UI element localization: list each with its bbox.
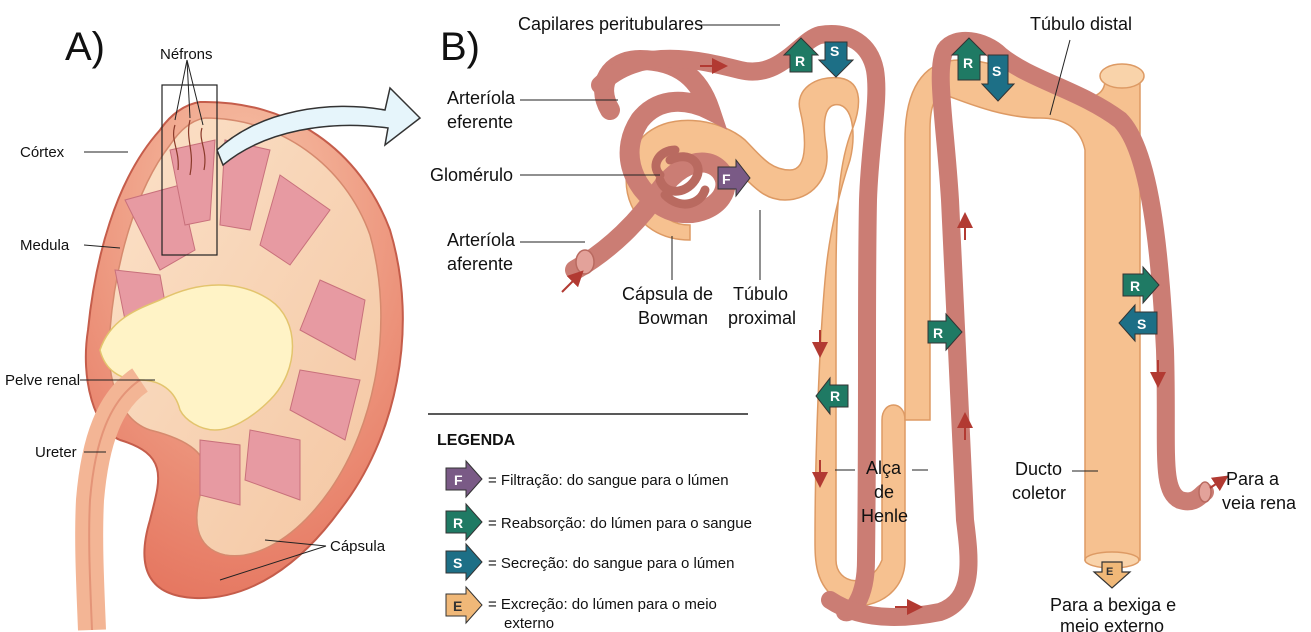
svg-text:R: R [453,515,463,531]
label-veia-1: Para a [1226,469,1280,489]
label-glomerulo: Glomérulo [430,165,513,185]
legend-text-f: = Filtração: do sangue para o lúmen [488,472,729,489]
svg-text:R: R [1130,278,1140,294]
label-veia-2: veia rena [1222,493,1297,513]
label-medula: Medula [20,237,70,254]
label-arteriola-aferente-1: Arteríola [447,230,516,250]
legend-text-s: = Secreção: do sangue para o lúmen [488,555,734,572]
label-bexiga-2: meio externo [1060,616,1164,632]
label-tubulo-proximal-1: Túbulo [733,284,788,304]
svg-text:E: E [1106,566,1113,578]
legend-text-e-2: externo [504,615,554,632]
label-nefrons: Néfrons [160,46,213,63]
legend: LEGENDA F = Filtração: do sangue para o … [437,432,752,632]
svg-text:R: R [795,53,805,69]
badge-e-collecting: E [1106,566,1113,578]
svg-text:S: S [453,555,462,571]
svg-text:R: R [963,55,973,71]
label-capsula-bowman-1: Cápsula de [622,284,713,304]
svg-text:S: S [1137,316,1146,332]
svg-text:F: F [722,171,731,187]
label-tubulo-proximal-2: proximal [728,308,796,328]
label-ducto-1: Ducto [1015,459,1062,479]
badge-s-proximal-top: S [819,42,853,77]
panel-b-letter: B) [440,25,480,69]
panel-a-letter: A) [65,25,105,69]
svg-text:E: E [453,598,462,614]
label-tubulo-distal: Túbulo distal [1030,14,1132,34]
label-alca-2: de [874,482,894,502]
label-capsula: Cápsula [330,538,386,555]
label-arteriola-eferente-2: eferente [447,112,513,132]
svg-text:F: F [454,472,463,488]
svg-text:S: S [830,43,839,59]
label-capilares: Capilares peritubulares [518,14,703,34]
label-alca-3: Henle [861,506,908,526]
svg-text:R: R [830,388,840,404]
legend-text-e: = Excreção: do lúmen para o meio [488,596,717,613]
legend-item-r: R = Reabsorção: do lúmen para o sangue [446,504,752,540]
legend-item-e: E = Excreção: do lúmen para o meio exter… [446,587,717,632]
label-cortex: Córtex [20,144,65,161]
label-capsula-bowman-2: Bowman [638,308,708,328]
label-arteriola-eferente-1: Arteríola [447,88,516,108]
label-arteriola-aferente-2: aferente [447,254,513,274]
label-pelve-renal: Pelve renal [5,372,80,389]
svg-text:S: S [992,63,1001,79]
legend-item-f: F = Filtração: do sangue para o lúmen [446,461,729,497]
label-bexiga-1: Para a bexiga e [1050,595,1176,615]
legend-title: LEGENDA [437,432,516,449]
svg-text:R: R [933,325,943,341]
label-alca-1: Alça [866,458,902,478]
label-ureter: Ureter [35,444,77,461]
legend-item-s: S = Secreção: do sangue para o lúmen [446,544,734,580]
label-ducto-2: coletor [1012,483,1066,503]
legend-text-r: = Reabsorção: do lúmen para o sangue [488,515,752,532]
